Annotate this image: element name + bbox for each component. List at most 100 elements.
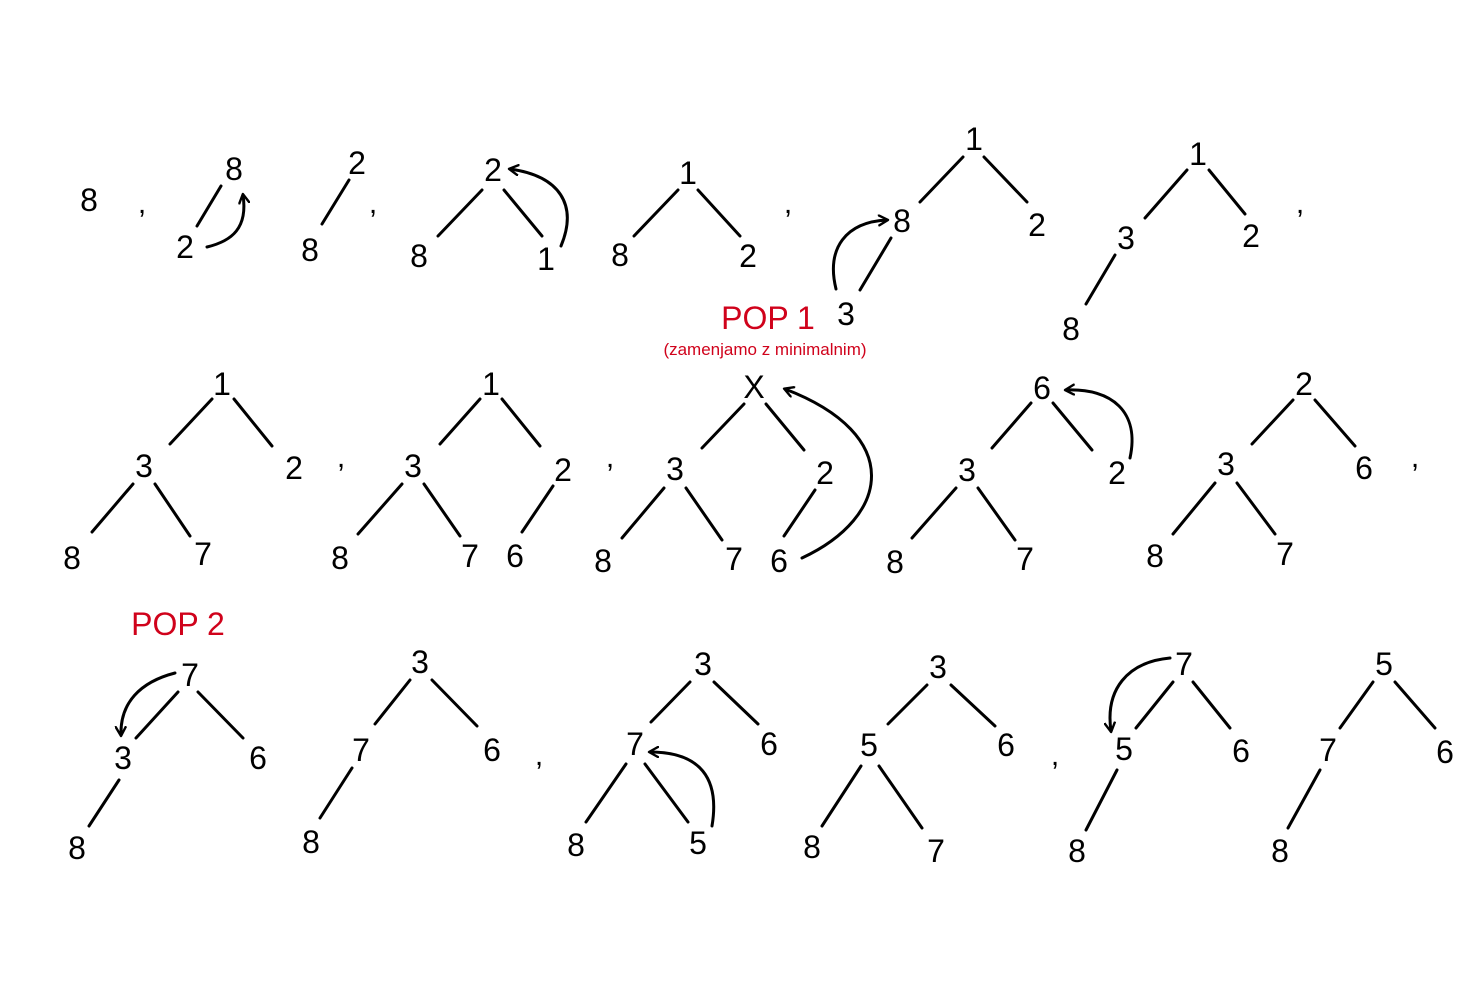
edge (1313, 398, 1357, 448)
edge (976, 486, 1017, 542)
separator-comma: , (1051, 739, 1059, 772)
node-value: 2 (348, 145, 366, 181)
edge (356, 482, 404, 536)
edge (1051, 401, 1094, 452)
edge (649, 680, 692, 724)
separator-comma: , (1411, 441, 1419, 474)
node-value: 3 (837, 296, 855, 332)
node-value: 2 (1295, 366, 1313, 402)
node-value: 8 (302, 824, 320, 860)
node-value: 8 (1068, 833, 1086, 869)
node-value: 8 (1062, 311, 1080, 347)
edge (373, 678, 412, 726)
node-value: 5 (1375, 646, 1393, 682)
edge (438, 397, 482, 446)
node-value: 3 (694, 646, 712, 682)
edge (1084, 253, 1117, 306)
node-value: 2 (1028, 207, 1046, 243)
node-value: 7 (181, 657, 199, 693)
edge (500, 397, 542, 448)
edge (422, 482, 462, 538)
edge (712, 680, 760, 726)
node-value: 1 (679, 155, 697, 191)
node-value: 5 (860, 727, 878, 763)
node-value: 8 (225, 151, 243, 187)
separator-comma: , (784, 187, 792, 220)
node-value: 6 (997, 727, 1015, 763)
swap-arrow (121, 671, 177, 735)
node-value: 7 (927, 833, 945, 869)
annotations: POP 1 (zamenjamo z minimalnim) POP 2 (131, 300, 866, 642)
pop1-title: POP 1 (721, 300, 815, 336)
node-value: 8 (80, 182, 98, 218)
node-value: 7 (461, 538, 479, 574)
node-value: 6 (770, 543, 788, 579)
node-value: 6 (1436, 734, 1454, 770)
separator-comma: , (1296, 187, 1304, 220)
separators: , , , , , , , , , (138, 187, 1419, 772)
swap-arrows (121, 169, 1172, 828)
node-value: 3 (1117, 220, 1135, 256)
edge (134, 690, 180, 740)
edge (632, 188, 680, 238)
node-value: 3 (666, 451, 684, 487)
edge (1134, 680, 1175, 730)
swap-arrow (785, 389, 873, 560)
node-value: 6 (1033, 370, 1051, 406)
edge (982, 155, 1029, 204)
edge (1171, 481, 1217, 536)
edge (436, 188, 484, 238)
node-value: 1 (537, 241, 555, 277)
edge (858, 236, 893, 292)
edge (520, 484, 555, 534)
node-value: 7 (725, 541, 743, 577)
edge (318, 766, 354, 820)
node-value: 5 (1115, 731, 1133, 767)
edge (1207, 168, 1247, 216)
edge (502, 188, 544, 238)
node-value: 5 (689, 825, 707, 861)
edge (918, 155, 965, 204)
node-value: 7 (1175, 646, 1193, 682)
edge (87, 778, 121, 828)
node-value: 1 (213, 366, 231, 402)
node-value: 8 (886, 544, 904, 580)
node-value: 7 (194, 536, 212, 572)
swap-arrow (1110, 656, 1172, 731)
separator-comma: , (535, 739, 543, 772)
node-value: 2 (554, 452, 572, 488)
node-value: 1 (965, 121, 983, 157)
edge (1393, 680, 1437, 730)
edge (168, 397, 214, 446)
swap-arrow (650, 752, 716, 828)
edge (584, 762, 628, 824)
node-value: 8 (301, 232, 319, 268)
edge (764, 402, 806, 452)
swap-arrow (831, 220, 887, 291)
edge (620, 486, 666, 540)
edge (877, 764, 924, 830)
edge (696, 188, 742, 238)
node-value: 8 (68, 830, 86, 866)
node-value: 7 (1016, 541, 1034, 577)
node-value: 6 (249, 740, 267, 776)
node-value: 6 (1355, 450, 1373, 486)
node-value: X (743, 369, 764, 405)
node-value: 8 (1146, 538, 1164, 574)
node-value: 7 (1276, 536, 1294, 572)
pop1-note: (zamenjamo z minimalnim) (663, 340, 866, 359)
node-value: 3 (114, 740, 132, 776)
edge (910, 486, 958, 540)
edge (1338, 680, 1375, 730)
edge (949, 683, 997, 728)
edge (990, 401, 1033, 450)
edge (1084, 768, 1119, 832)
edge (1235, 481, 1277, 536)
edge (700, 402, 746, 450)
node-value: 1 (1189, 136, 1207, 172)
edge (90, 482, 135, 534)
node-value: 2 (816, 455, 834, 491)
node-value: 3 (1217, 446, 1235, 482)
node-value: 6 (1232, 733, 1250, 769)
node-value: 8 (803, 829, 821, 865)
